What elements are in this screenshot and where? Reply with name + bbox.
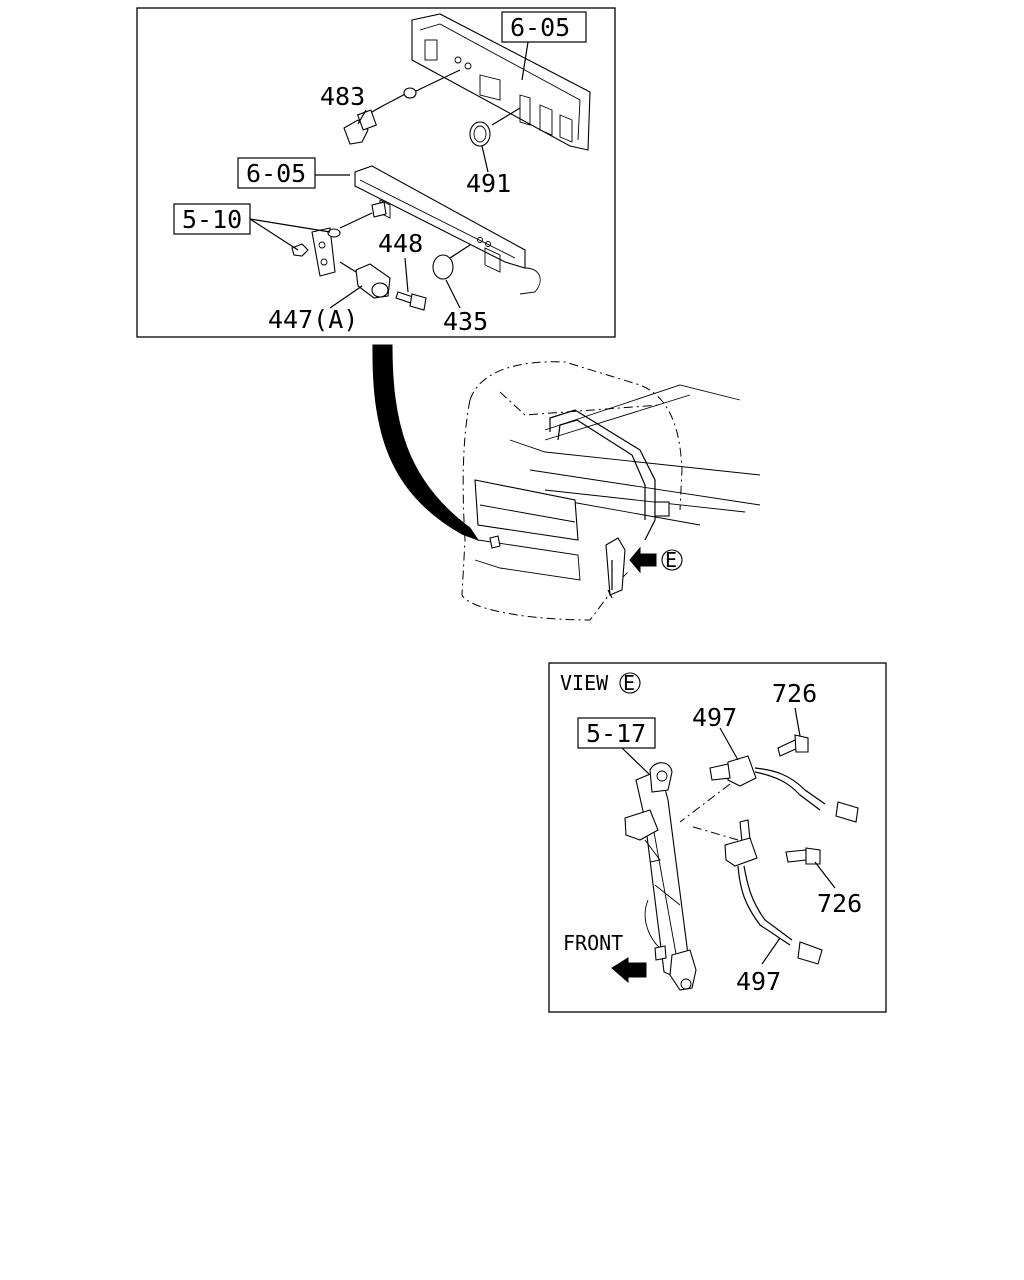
ref-517-box <box>577 717 656 749</box>
ref-510-box <box>173 203 251 235</box>
part-497-upper-switch <box>679 755 859 823</box>
cross-member-lower <box>354 165 541 295</box>
ref-605-lower: 6-05 <box>246 159 306 188</box>
leader-726-lower <box>814 861 836 889</box>
view-e-title-letter: E <box>623 671 635 695</box>
leader-483 <box>357 109 367 125</box>
leader-447a <box>329 285 363 309</box>
leader-510-a <box>249 218 331 233</box>
part-726-lower-bolt <box>785 847 821 865</box>
label-448: 448 <box>378 229 423 258</box>
label-726-lower: 726 <box>817 889 862 918</box>
label-447a: 447(A) <box>268 305 358 334</box>
part-435-ring <box>432 244 471 280</box>
label-483: 483 <box>320 82 365 111</box>
view-direction-arrow <box>629 546 657 574</box>
label-497-upper: 497 <box>692 703 737 732</box>
part-447a-sensor <box>339 261 391 299</box>
label-726-upper: 726 <box>772 679 817 708</box>
view-e-panel-frame <box>548 662 887 1013</box>
ref-605-lower-box <box>237 157 316 189</box>
leader-605-upper <box>521 41 529 81</box>
top-detail-panel: 6-05 6-05 5-10 483 491 448 447(A) 435 <box>136 7 616 338</box>
cross-member-upper <box>411 13 591 151</box>
leader-448 <box>404 257 409 293</box>
ref-605-upper: 6-05 <box>510 13 570 42</box>
leader-491 <box>481 145 489 173</box>
front-label: FRONT <box>563 931 623 955</box>
label-491: 491 <box>466 169 511 198</box>
leader-510-b <box>249 218 299 251</box>
location-pointer-arrow <box>372 344 480 542</box>
ref-510: 5-10 <box>182 205 242 234</box>
part-491-grommet <box>469 107 521 147</box>
view-e-panel: VIEW E <box>548 662 887 1013</box>
label-497-lower: 497 <box>736 967 781 996</box>
front-arrow <box>611 957 647 984</box>
part-497-lower-switch <box>689 819 823 965</box>
leader-435 <box>445 279 461 309</box>
cab-chassis-view: E <box>461 361 761 621</box>
top-panel-frame <box>136 7 616 338</box>
ref-517: 5-17 <box>586 719 646 748</box>
view-e-title-circle <box>619 672 641 694</box>
leader-517 <box>621 747 651 776</box>
view-e-marker-circle <box>661 549 683 571</box>
ref-605-upper-box <box>501 11 587 43</box>
view-e-marker: E <box>665 548 677 572</box>
part-726-upper-bolt <box>777 734 809 757</box>
leader-726-upper <box>794 707 801 737</box>
part-bracket-510 <box>291 201 387 277</box>
steering-column-assembly <box>624 762 697 991</box>
label-435: 435 <box>443 307 488 336</box>
part-448-bolt <box>395 291 427 311</box>
view-e-title: VIEW <box>560 671 609 695</box>
leader-497-upper <box>719 727 739 761</box>
leader-497-lower <box>761 937 781 965</box>
